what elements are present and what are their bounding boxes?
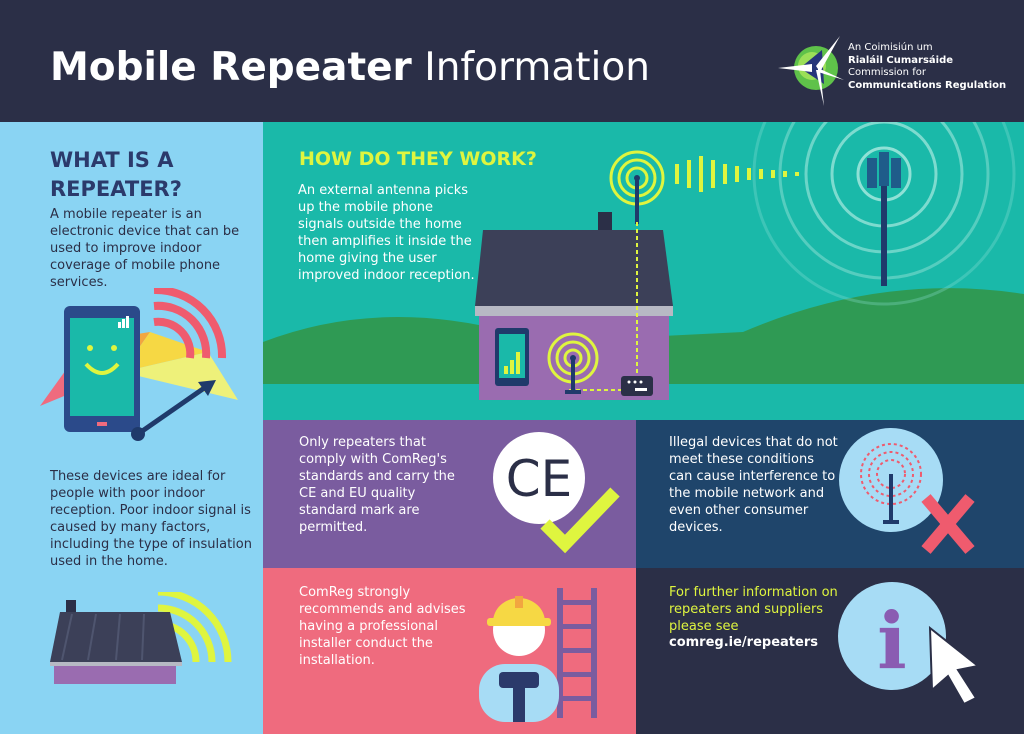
signal-beam-icon [675,156,799,192]
info-panel-text: For further information on repeaters and… [669,585,838,634]
logo-line-english: Commission for [848,67,926,78]
repeater-box-icon [621,376,653,396]
logo-line-irish-bold: Rialáil Cumarsáide [848,54,954,66]
installer-panel-text: ComReg strongly recommends and advises h… [299,585,466,668]
indoor-phone-icon [495,328,529,386]
what-is-a-repeater-section: WHAT IS A REPEATER? A mobile repeater is … [0,122,263,734]
comreg-logo: An Coimisiún um Rialáil Cumarsáide Commi… [776,30,1008,110]
cell-tower-icon [867,152,901,286]
checkmark-icon [540,487,620,554]
logo-line-english-bold: Communications Regulation [848,79,1007,91]
how-it-works-heading: HOW DO THEY WORK? [299,148,537,170]
ce-illustration: CE [493,432,620,554]
logo-line-irish: An Coimisiún um [848,42,933,53]
info-illustration: i [838,582,981,706]
cross-icon [921,494,975,554]
illegal-illustration [839,428,975,554]
ce-mark-text: CE [506,450,573,508]
illegal-devices-panel: Illegal devices that do not meet these c… [636,420,1024,568]
page-title-regular: Information [424,45,650,90]
external-antenna-icon [609,150,665,224]
installer-panel: ComReg strongly recommends and advises h… [263,568,636,734]
indoor-antenna-icon [547,332,599,394]
header: Mobile Repeater Information An Coimisiún… [0,0,1024,122]
how-do-they-work-section: HOW DO THEY WORK? An external antenna pi… [263,122,1024,420]
comreg-logo-icon [778,36,844,106]
gauge-needle-icon [131,380,216,441]
logo-text: An Coimisiún um Rialáil Cumarsáide Commi… [848,42,1006,92]
ce-panel-text: Only repeaters that comply with ComReg's… [299,435,455,535]
installer-illustration [479,588,597,722]
how-it-works-description: An external antenna picks up the mobile … [298,183,475,283]
info-icon: i [838,582,946,690]
illegal-panel-text: Illegal devices that do not meet these c… [669,435,838,535]
ce-mark-icon [493,432,585,524]
hard-hat-icon [487,596,551,626]
what-is-heading-line2: REPEATER? [50,177,182,201]
info-icon-letter: i [877,596,907,687]
ideal-for-description: These devices are ideal for people with … [50,469,252,569]
page-title-bold: Mobile Repeater [50,45,412,90]
ce-mark-panel: Only repeaters that comply with ComReg's… [263,420,636,568]
what-is-description: A mobile repeater is an electronic devic… [50,207,240,290]
phone-signal-illustration [40,288,238,441]
comreg-repeaters-link[interactable]: comreg.ie/repeaters [669,635,818,650]
ladder-icon [557,588,597,718]
further-info-panel: For further information on repeaters and… [636,568,1024,734]
house-roof-illustration [50,592,232,684]
page-title: Mobile Repeater Information [50,42,650,94]
what-is-heading: WHAT IS A REPEATER? [50,146,182,204]
smartphone-icon [64,306,140,432]
cursor-icon [928,625,981,706]
how-it-works-scene [263,122,1024,420]
signal-waves-icon [153,288,227,359]
roof-icon [50,600,182,684]
what-is-heading-line1: WHAT IS A [50,148,174,172]
